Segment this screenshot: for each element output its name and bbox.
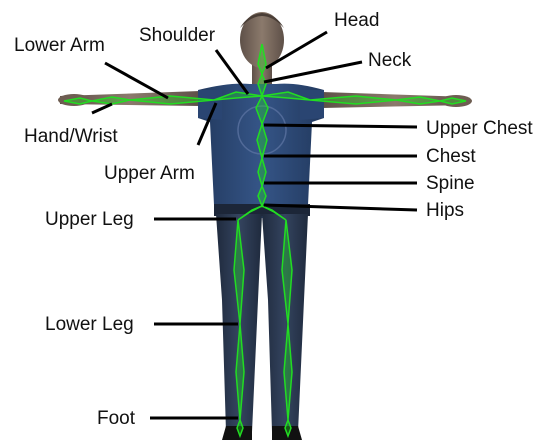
label-chest: Chest — [426, 147, 476, 166]
label-head: Head — [334, 11, 379, 30]
label-lower-arm: Lower Arm — [14, 36, 105, 55]
label-shoulder: Shoulder — [139, 26, 215, 45]
leader-neck — [264, 62, 362, 82]
label-foot: Foot — [97, 409, 135, 428]
label-neck: Neck — [368, 51, 411, 70]
leader-upper-chest — [264, 125, 417, 127]
label-hips: Hips — [426, 201, 464, 220]
label-upper-arm: Upper Arm — [104, 164, 195, 183]
leader-lower-arm — [105, 63, 168, 98]
label-hand-wrist: Hand/Wrist — [24, 127, 118, 146]
label-upper-leg: Upper Leg — [45, 210, 134, 229]
label-upper-chest: Upper Chest — [426, 119, 533, 138]
label-lower-leg: Lower Leg — [45, 315, 134, 334]
leader-hand-wrist — [92, 104, 112, 113]
label-spine: Spine — [426, 174, 475, 193]
